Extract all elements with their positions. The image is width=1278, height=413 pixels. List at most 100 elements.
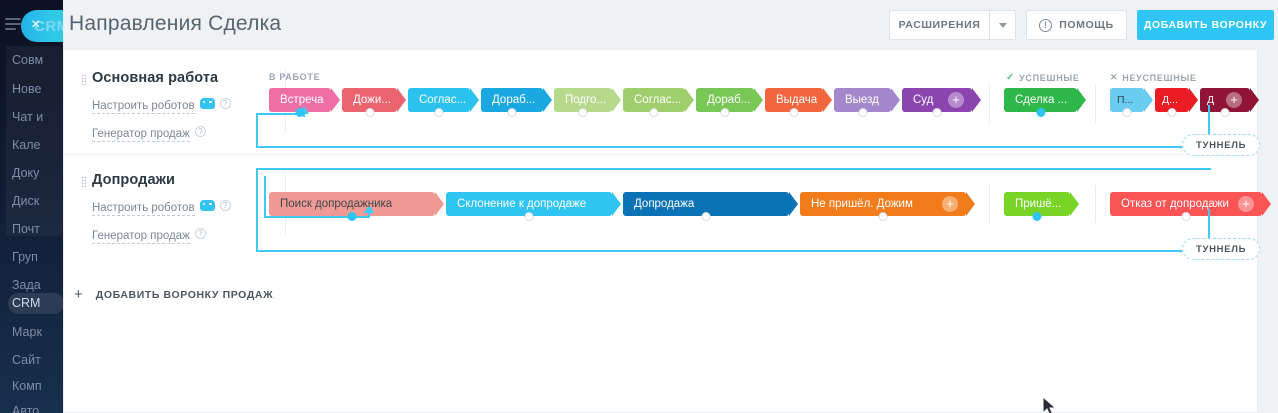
tunnel-arrow-b (364, 205, 374, 213)
stage-status-dot[interactable] (649, 108, 659, 117)
stage-chip-0-4[interactable]: Подго... (554, 88, 621, 117)
sidebar-item-4[interactable]: Доку (12, 166, 40, 180)
funnel-generator-row-1[interactable]: Генератор продаж ? (92, 222, 292, 244)
stage-status-dot[interactable] (365, 108, 374, 117)
stage-status-dot[interactable] (1032, 212, 1042, 221)
robot-icon (199, 199, 215, 211)
stage-chip-0-6[interactable]: Дораб... (696, 88, 763, 117)
sidebar-item-7[interactable]: Груп (12, 250, 38, 264)
add-stage-icon[interactable]: + (1226, 92, 1242, 108)
column-separator-fail-2 (1095, 185, 1096, 223)
column-separator-fail (1095, 85, 1096, 123)
sales-generator-link-1[interactable]: Генератор продаж (92, 230, 190, 244)
question-icon[interactable]: ? (194, 125, 206, 137)
stage-chip-1-0[interactable]: Поиск допродажника (269, 192, 444, 221)
add-stage-icon[interactable]: + (942, 196, 958, 212)
funnel-robots-row-1[interactable]: Настроить роботов ? (92, 194, 292, 216)
group-label-success-text: УСПЕШНЫЕ (1019, 72, 1080, 83)
stage-chip-fail-0-0[interactable]: П... (1110, 88, 1153, 117)
configure-robots-link-0[interactable]: Настроить роботов (92, 100, 195, 114)
hamburger-menu-icon[interactable] (5, 18, 21, 30)
funnel-title-0: Основная работа (92, 70, 219, 86)
stage-chip-1-2[interactable]: Допродажа (623, 192, 798, 221)
stage-chip-fail-0-1[interactable]: Д... (1155, 88, 1198, 117)
add-funnel-button[interactable]: ДОБАВИТЬ ВОРОНКУ (1137, 10, 1274, 40)
extensions-dropdown-button[interactable] (989, 10, 1016, 40)
add-stage-icon[interactable]: + (1238, 196, 1254, 212)
sidebar-item-13[interactable]: Авто (12, 404, 40, 413)
stage-status-dot[interactable] (858, 108, 867, 117)
drag-handle-icon[interactable] (81, 74, 86, 85)
sales-generator-link-0[interactable]: Генератор продаж (92, 128, 190, 142)
sidebar-item-1[interactable]: Нове (12, 82, 42, 96)
configure-robots-link-1[interactable]: Настроить роботов (92, 202, 195, 216)
question-icon[interactable]: ? (219, 199, 231, 211)
stage-chip-success-0-0[interactable]: Сделка ... (1004, 88, 1086, 117)
funnel-generator-row-0[interactable]: Генератор продаж ? (92, 120, 292, 142)
extensions-button[interactable]: РАСШИРЕНИЯ (889, 10, 989, 40)
stage-status-dot[interactable] (789, 108, 799, 117)
help-button[interactable]: ! ПОМОЩЬ (1026, 10, 1127, 40)
stage-label: Суд (913, 94, 934, 106)
group-label-fail: ✕ НЕУСПЕШНЫЕ (1110, 72, 1197, 83)
sidebar-item-10[interactable]: Марк (12, 325, 42, 339)
sidebar-item-3[interactable]: Кале (12, 138, 41, 152)
question-icon[interactable]: ? (194, 227, 206, 239)
stage-status-dot[interactable] (1122, 108, 1132, 117)
stage-status-dot[interactable] (1220, 108, 1230, 117)
stage-status-dot[interactable] (701, 212, 711, 221)
help-button-label: ПОМОЩЬ (1059, 19, 1114, 31)
stage-chip-0-8[interactable]: Выезд (834, 88, 900, 117)
stage-status-dot[interactable] (1181, 212, 1191, 221)
stage-chip-0-9[interactable]: Суд + (902, 88, 981, 117)
stage-chip-0-1[interactable]: Дожи... (342, 88, 406, 117)
sidebar-item-8[interactable]: Зада (12, 278, 41, 292)
stage-status-dot[interactable] (1036, 108, 1045, 117)
tunnel-badge-b[interactable]: ТУННЕЛЬ (1182, 238, 1261, 260)
stage-chip-0-7[interactable]: Выдача (765, 88, 832, 117)
close-icon[interactable]: × (31, 16, 41, 33)
sidebar-item-11[interactable]: Сайт (12, 353, 41, 367)
sidebar-item-12[interactable]: Комп (12, 379, 42, 393)
stage-status-dot[interactable] (524, 212, 534, 221)
app-logo[interactable]: CRM (21, 10, 63, 42)
stage-chip-0-0[interactable]: Встреча (269, 88, 340, 117)
add-sales-funnel-row[interactable]: + ДОБАВИТЬ ВОРОНКУ ПРОДАЖ (74, 287, 273, 302)
tunnel-badge-a[interactable]: ТУННЕЛЬ (1182, 134, 1261, 156)
stage-chip-0-3[interactable]: Дораб... (481, 88, 552, 117)
stage-status-dot[interactable] (720, 108, 730, 117)
group-label-success: ✓ УСПЕШНЫЕ (1006, 72, 1080, 83)
tunnel-connector-a-h (256, 146, 1210, 148)
sidebar-item-5[interactable]: Диск (12, 194, 40, 208)
tunnel-connector-a-v1 (1208, 105, 1210, 147)
stage-status-dot[interactable] (295, 108, 305, 117)
stage-label: Пришё... (1015, 198, 1062, 210)
robot-icon (199, 97, 215, 109)
stage-label: Склонение к допродаже (457, 198, 587, 210)
sidebar-item-6[interactable]: Почт (12, 222, 40, 236)
add-stage-icon[interactable]: + (948, 92, 964, 108)
sidebar-item-2[interactable]: Чат и (12, 110, 44, 124)
drag-handle-icon[interactable] (81, 176, 86, 187)
stage-status-dot[interactable] (347, 212, 357, 221)
stage-chip-1-1[interactable]: Склонение к допродаже (446, 192, 621, 221)
stage-status-dot[interactable] (1167, 108, 1177, 117)
column-separator-success (989, 85, 990, 123)
stage-chip-1-3[interactable]: Не пришёл. Дожим+ (800, 192, 975, 221)
sidebar-item-0[interactable]: Совм (12, 53, 44, 67)
stage-status-dot[interactable] (507, 108, 517, 117)
cross-icon: ✕ (1110, 72, 1119, 82)
tunnel-connector-b-v1 (1208, 209, 1210, 251)
funnel-robots-row-0[interactable]: Настроить роботов ? (92, 92, 292, 114)
stage-chip-0-2[interactable]: Соглас... (408, 88, 479, 117)
logo-row[interactable]: CRM × (0, 6, 63, 44)
stage-status-dot[interactable] (878, 212, 888, 221)
stage-chip-fail-1-0[interactable]: Отказ от допродажи+ (1110, 192, 1271, 221)
question-icon[interactable]: ? (219, 97, 231, 109)
stage-chip-0-5[interactable]: Соглас... (623, 88, 694, 117)
sidebar-item-crm[interactable]: CRM (8, 293, 63, 314)
stage-status-dot[interactable] (578, 108, 588, 117)
stage-chip-success-1-0[interactable]: Пришё... (1004, 192, 1079, 221)
stage-status-dot[interactable] (434, 108, 444, 117)
stage-status-dot[interactable] (932, 108, 942, 117)
